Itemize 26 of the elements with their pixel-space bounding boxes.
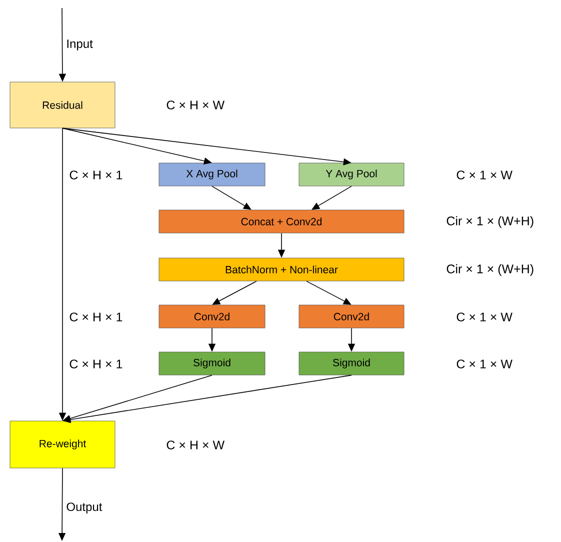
arrow [212, 280, 257, 305]
process-box: Re-weight [10, 420, 116, 468]
process-box: X Avg Pool [158, 162, 266, 186]
edge-label: Input [67, 40, 93, 50]
dimension-label: Cir × 1 × (W+H) [446, 264, 534, 276]
process-box: Y Avg Pool [298, 162, 404, 186]
dimension-label: C × H × 1 [70, 360, 122, 368]
dimension-label: C × H × 1 [70, 170, 122, 180]
arrow [306, 280, 352, 305]
process-box: Concat + Conv2d [158, 210, 404, 234]
process-box: Sigmoid [298, 352, 404, 376]
dimension-label: C × H × 1 [70, 312, 122, 322]
dimension-label: Cir × 1 × (W+H) [446, 216, 534, 228]
arrow [312, 186, 352, 210]
process-box: Sigmoid [158, 352, 266, 376]
process-box: Conv2d [298, 304, 404, 328]
dimension-label: C × 1 × W [456, 170, 512, 180]
process-box: Residual [10, 82, 116, 128]
dimension-label: C × H × W [166, 440, 224, 450]
process-box: Conv2d [158, 304, 266, 328]
dimension-label: C × 1 × W [456, 360, 512, 368]
edge-label: Output [66, 502, 102, 514]
process-box: BatchNorm + Non-linear [158, 258, 404, 282]
arrow [212, 186, 252, 210]
dimension-label: C × 1 × W [456, 312, 512, 322]
dimension-label: C × H × W [166, 100, 224, 110]
